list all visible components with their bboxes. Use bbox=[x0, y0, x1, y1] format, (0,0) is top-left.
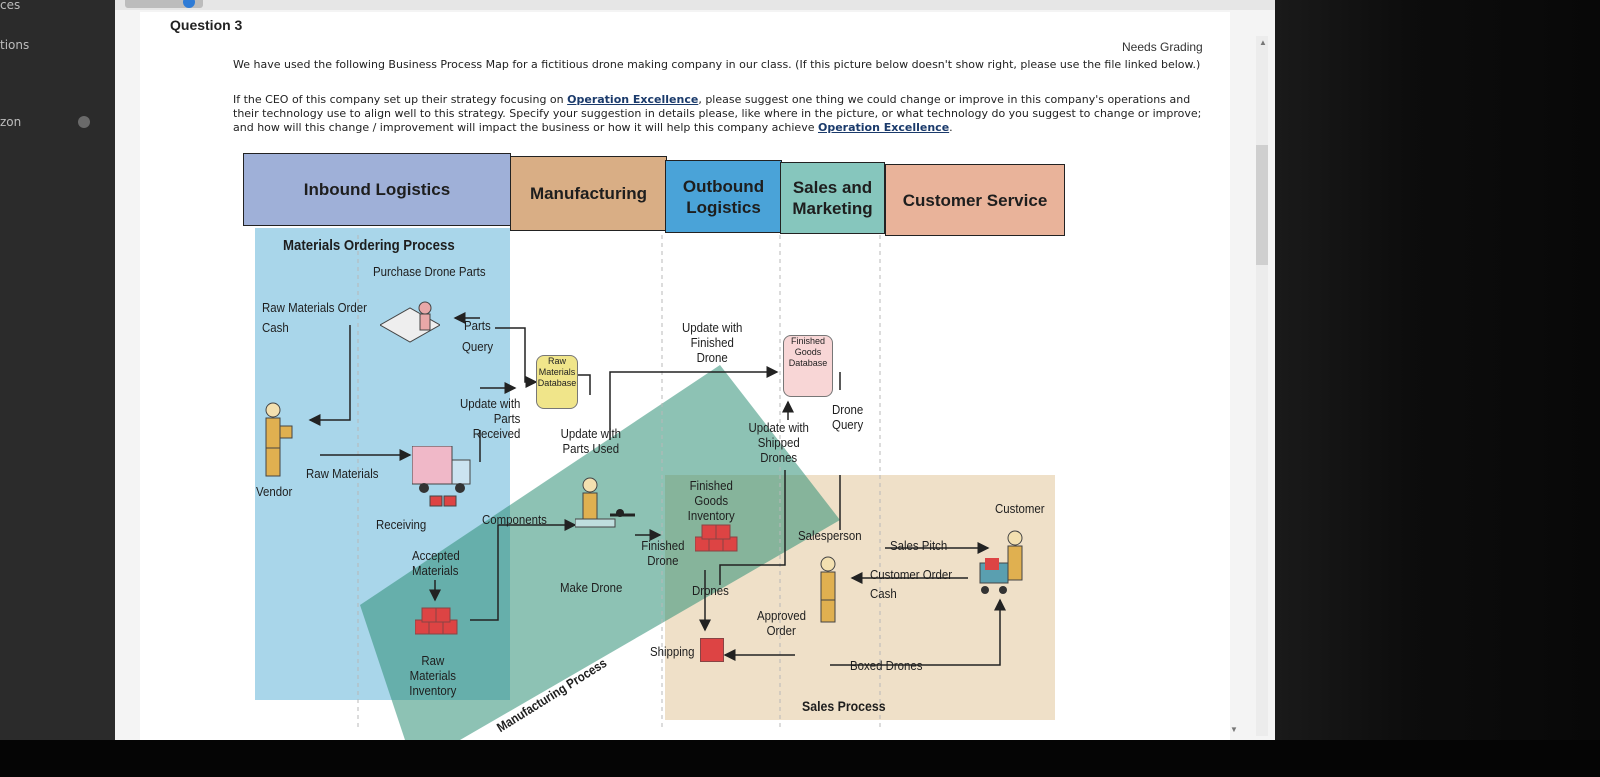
sidebar: ces tions zon bbox=[0, 0, 115, 760]
finished-goods-boxes-icon bbox=[694, 522, 745, 567]
raw-materials-database: Raw Materials Database bbox=[536, 355, 578, 409]
monitor-bezel-bottom bbox=[0, 740, 1600, 777]
drones-label: Drones bbox=[692, 583, 729, 598]
raw-materials-boxes-icon bbox=[414, 605, 465, 650]
query-label: Query bbox=[462, 339, 494, 354]
vendor-person-icon bbox=[258, 400, 298, 480]
approved-order-label: Approved Order bbox=[757, 608, 806, 638]
boxed-drones-label: Boxed Drones bbox=[850, 658, 923, 673]
operation-excellence-link-2[interactable]: Operation Excellence bbox=[817, 121, 950, 134]
scrollbar-track[interactable] bbox=[1256, 36, 1268, 736]
shipping-label: Shipping bbox=[650, 644, 695, 659]
help-tab[interactable] bbox=[125, 0, 203, 8]
customer-cash-label: Cash bbox=[870, 586, 897, 601]
sales-process-label: Sales Process bbox=[802, 698, 886, 714]
accepted-materials-label: Accepted Materials bbox=[412, 548, 460, 578]
purchasing-clerk-icon bbox=[378, 300, 442, 345]
parts-label: Parts bbox=[464, 318, 491, 333]
shipping-box-icon bbox=[700, 638, 724, 662]
raw-materials-inventory-label: Raw Materials Inventory bbox=[409, 653, 457, 698]
monitor-bezel-right bbox=[1275, 0, 1600, 777]
update-finished-drone-label: Update with Finished Drone bbox=[681, 320, 743, 365]
question-line-2: If the CEO of this company set up their … bbox=[233, 93, 1191, 106]
top-bar bbox=[115, 0, 1275, 10]
question-line-3: their technology use to align well to th… bbox=[233, 107, 1202, 120]
materials-ordering-process-label: Materials Ordering Process bbox=[283, 237, 455, 254]
receiving-label: Receiving bbox=[376, 517, 427, 532]
salesperson-icon bbox=[813, 555, 843, 625]
update-shipped-drones-label: Update with Shipped Drones bbox=[748, 420, 809, 465]
header-inbound-logistics: Inbound Logistics bbox=[243, 153, 511, 226]
customer-icon bbox=[975, 528, 1030, 608]
business-process-map: Inbound Logistics Manufacturing Outbound… bbox=[240, 150, 1110, 740]
scrollbar-thumb[interactable] bbox=[1256, 145, 1268, 265]
sales-pitch-label: Sales Pitch bbox=[890, 538, 948, 553]
finished-goods-inventory-label: Finished Goods Inventory bbox=[687, 478, 735, 523]
header-manufacturing: Manufacturing bbox=[510, 156, 667, 231]
operation-excellence-link[interactable]: Operation Excellence bbox=[567, 93, 699, 106]
scroll-down-arrow-icon[interactable]: ▼ bbox=[1230, 725, 1238, 734]
make-drone-label: Make Drone bbox=[560, 580, 623, 595]
raw-materials-order-label: Raw Materials Order bbox=[262, 300, 367, 315]
sidebar-badge-icon bbox=[78, 116, 90, 128]
update-parts-received-label: Update with Parts Received bbox=[459, 396, 521, 441]
purchase-drone-parts-label: Purchase Drone Parts bbox=[373, 264, 486, 279]
scroll-up-arrow-icon[interactable]: ▲ bbox=[1259, 38, 1267, 47]
salesperson-label: Salesperson bbox=[798, 528, 862, 543]
question-line-1: We have used the following Business Proc… bbox=[233, 58, 1201, 71]
drone-builder-icon bbox=[574, 475, 640, 550]
diagram-background bbox=[240, 150, 1110, 740]
receiving-truck-icon bbox=[411, 445, 472, 516]
question-title: Question 3 bbox=[170, 17, 243, 33]
vendor-label: Vendor bbox=[256, 484, 293, 499]
cash-label: Cash bbox=[262, 320, 289, 335]
grading-status: Needs Grading bbox=[1122, 40, 1203, 54]
sidebar-item-1[interactable]: ces bbox=[0, 0, 21, 12]
finished-drone-label: Finished Drone bbox=[641, 538, 685, 568]
manufacturing-band bbox=[360, 365, 840, 740]
update-parts-used-label: Update with Parts Used bbox=[560, 426, 622, 456]
header-outbound-logistics: Outbound Logistics bbox=[665, 160, 782, 233]
raw-materials-label: Raw Materials bbox=[306, 466, 379, 481]
customer-order-label: Customer Order bbox=[870, 567, 953, 582]
sidebar-item-2[interactable]: tions bbox=[0, 38, 30, 52]
finished-goods-database: Finished Goods Database bbox=[783, 335, 833, 397]
help-icon[interactable] bbox=[183, 0, 195, 8]
drone-query-label: Drone Query bbox=[832, 402, 864, 432]
customer-label: Customer bbox=[995, 501, 1045, 516]
question-line-4: and how will this change / improvement w… bbox=[233, 121, 953, 134]
header-customer-service: Customer Service bbox=[885, 164, 1065, 236]
sidebar-item-3[interactable]: zon bbox=[0, 115, 22, 129]
header-sales-marketing: Sales and Marketing bbox=[780, 162, 885, 234]
components-label: Components bbox=[482, 512, 547, 527]
